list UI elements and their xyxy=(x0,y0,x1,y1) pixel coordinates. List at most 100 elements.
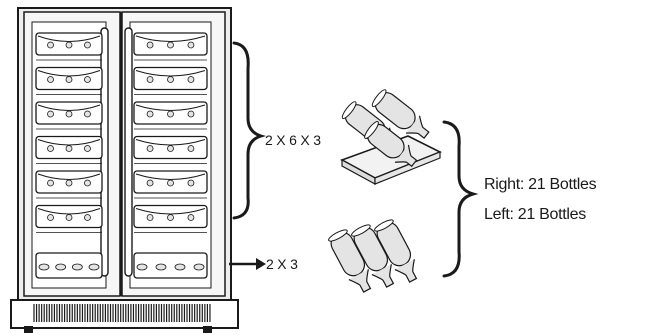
bottle-cap xyxy=(65,145,73,152)
loose-bottle-3 xyxy=(374,219,418,283)
capacity-brace xyxy=(442,120,479,278)
bottle-base xyxy=(341,101,357,120)
shelf-curve xyxy=(37,139,101,146)
shelf xyxy=(35,66,103,95)
shelf xyxy=(133,204,208,233)
right-foot xyxy=(203,326,212,333)
bottom-bottle xyxy=(136,263,148,271)
bottle-cap xyxy=(84,214,91,221)
shelf-curve xyxy=(37,208,101,215)
bottle-base xyxy=(374,219,394,232)
arrow-head xyxy=(256,258,266,270)
shelf xyxy=(133,170,208,199)
bottom-rack xyxy=(35,252,103,279)
bottle-cap xyxy=(187,110,195,118)
bottle-cap xyxy=(187,76,195,83)
bottle-cap xyxy=(146,41,154,49)
bottle-base xyxy=(371,89,387,108)
bottle-cap xyxy=(47,179,54,187)
shelf xyxy=(133,101,208,130)
bottle-cap xyxy=(65,41,73,49)
bottom-bottle xyxy=(155,263,167,271)
loose-bottle-2 xyxy=(351,224,395,288)
right-door xyxy=(121,11,226,297)
bottom-bottle xyxy=(174,263,186,271)
shelf-curve xyxy=(135,139,206,146)
shelf xyxy=(35,135,103,164)
left-foot xyxy=(24,326,33,333)
left-door xyxy=(23,11,121,297)
bottle-cap xyxy=(146,76,154,83)
right-capacity-label: Right: 21 Bottles xyxy=(484,176,597,193)
bottom-bottle xyxy=(71,263,83,271)
shelf-curve xyxy=(135,208,206,215)
bottle-cap xyxy=(47,110,54,118)
shelf xyxy=(133,135,208,164)
shelf xyxy=(35,101,103,130)
bottom-bottle xyxy=(193,263,205,271)
bottle-cap xyxy=(65,179,73,187)
bottle-base xyxy=(364,121,379,139)
shelf-with-bottles-illustration xyxy=(340,89,442,186)
bottle-cap xyxy=(84,76,91,83)
bottom-bottle xyxy=(88,263,100,271)
bottle-neck xyxy=(371,264,395,288)
shelf-curve xyxy=(37,35,101,42)
shelf-curve xyxy=(37,70,101,77)
shelf-curve xyxy=(135,104,206,111)
bottle-cap xyxy=(187,214,195,221)
bottle-cap xyxy=(167,214,174,221)
shelf-curve xyxy=(37,104,101,111)
bottle-cap xyxy=(84,110,91,118)
bottle-cap xyxy=(167,145,174,152)
door-handle xyxy=(124,27,133,277)
shelf-curve xyxy=(135,35,206,42)
ventilation-grille xyxy=(33,304,211,322)
shelf-curve xyxy=(135,70,206,77)
upper-shelves-brace xyxy=(232,41,267,220)
loose-bottle-1 xyxy=(328,229,372,293)
bottle-cap xyxy=(65,76,73,83)
bottle-cap xyxy=(47,41,54,49)
bottle-neck xyxy=(394,144,418,168)
bottle-cap xyxy=(167,179,174,187)
bottom-bottle xyxy=(38,263,50,271)
bottle-base xyxy=(328,229,348,242)
bottle-cap xyxy=(65,214,73,221)
bottom-rack-arrow xyxy=(229,258,266,270)
bottle-cap xyxy=(47,214,54,221)
shelf xyxy=(35,32,103,61)
bottle-cap xyxy=(84,41,91,49)
shelf xyxy=(133,32,208,61)
shelf-curve xyxy=(135,173,206,180)
shelf xyxy=(35,204,103,233)
bottle-cap xyxy=(84,179,91,187)
grouping-braces xyxy=(232,41,479,278)
bottle-cap xyxy=(187,145,195,152)
rack-side-edge xyxy=(374,151,441,185)
bottle-cap xyxy=(167,76,174,83)
rack-bottle-front xyxy=(364,121,418,168)
rack-bottle-back-right xyxy=(371,89,430,139)
shelf xyxy=(133,66,208,95)
bottom-rack-config-label: 2 X 3 xyxy=(266,256,298,272)
bottom-bottle xyxy=(55,263,67,271)
left-capacity-label: Left: 21 Bottles xyxy=(484,206,586,223)
shelf-curve xyxy=(37,173,101,180)
cabinet-base xyxy=(10,299,239,329)
bottle-cap xyxy=(47,76,54,83)
bottle-base xyxy=(351,224,371,237)
bottle-cap xyxy=(187,179,195,187)
bottle-cap xyxy=(167,41,174,49)
bottle-cap xyxy=(47,145,54,152)
bottle-cap xyxy=(146,145,154,152)
bottle-cap xyxy=(187,41,195,49)
bottom-rack xyxy=(133,252,208,279)
bottle-cap xyxy=(65,110,73,118)
bottle-cap xyxy=(84,145,91,152)
bottle-neck xyxy=(394,259,418,283)
bottle-cap xyxy=(146,179,154,187)
upper-shelves-config-label: 2 X 6 X 3 xyxy=(265,132,321,148)
